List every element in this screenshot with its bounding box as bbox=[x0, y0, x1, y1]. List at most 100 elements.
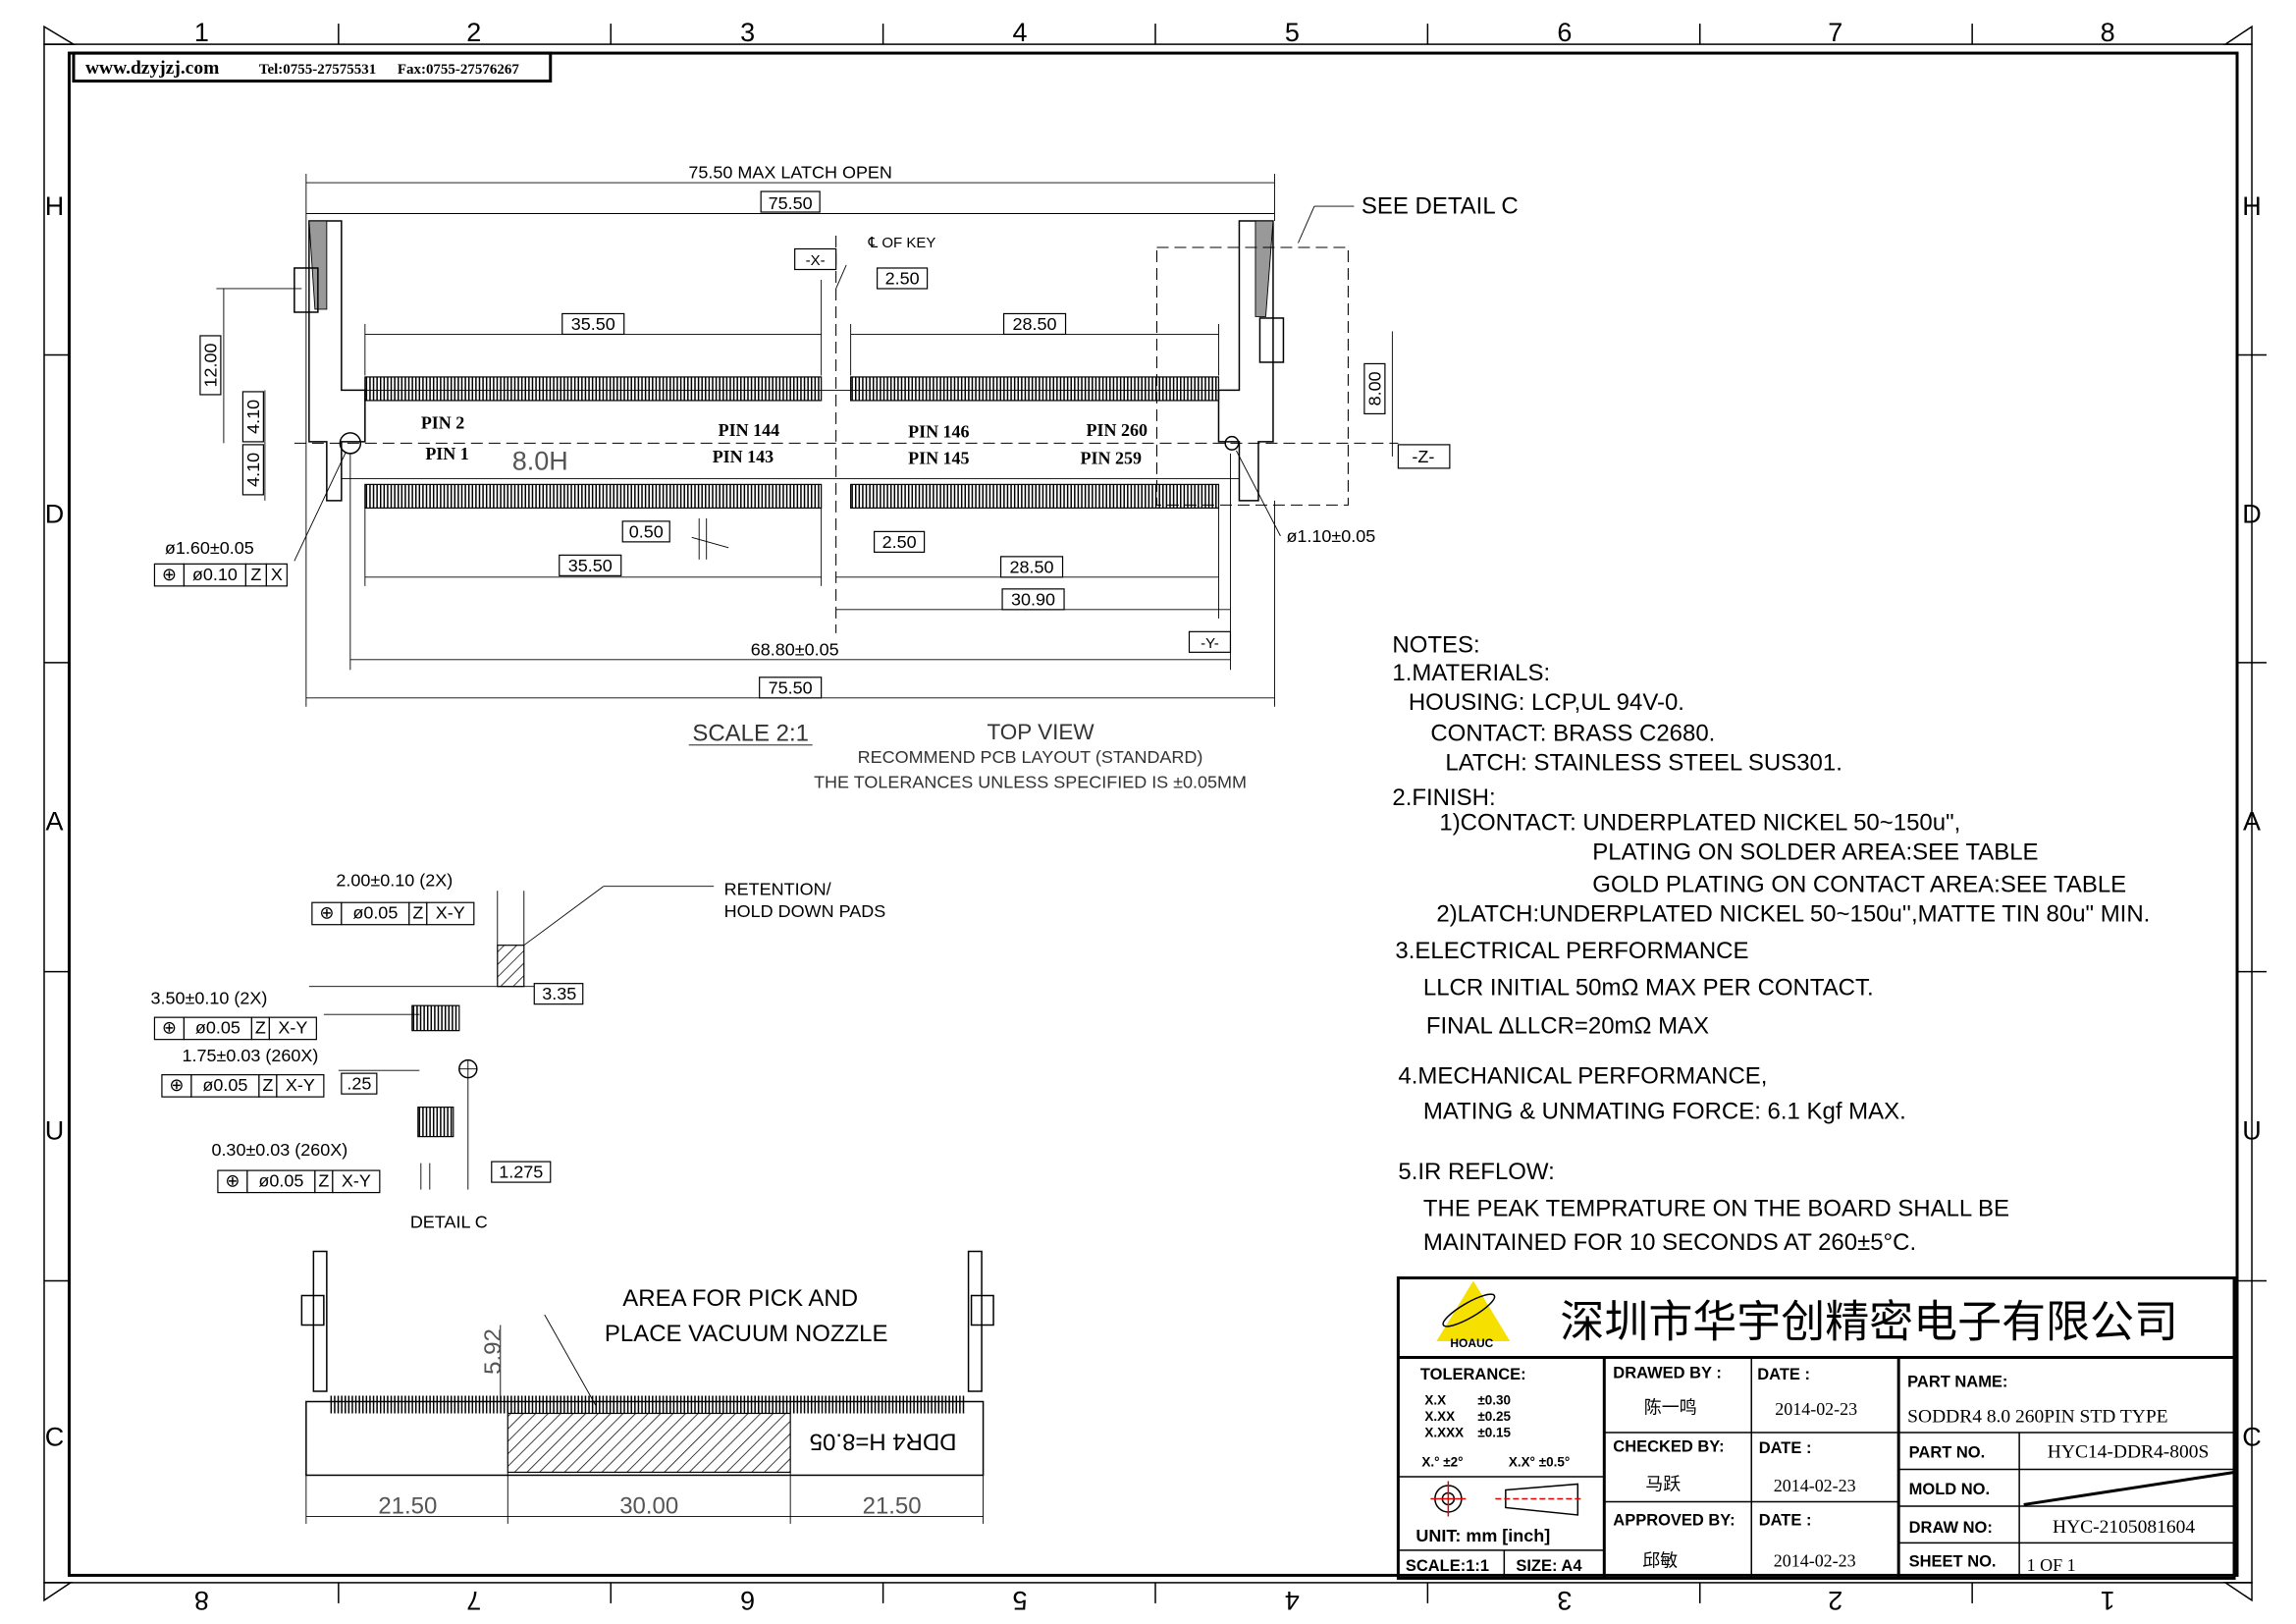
title-block: HOAUC 深圳市华宇创精密电子有限公司 TOLERANCE: X.X±0.30… bbox=[1396, 1276, 2236, 1580]
date-checked: 2014-02-23 bbox=[1774, 1476, 1856, 1495]
column-label-bottom: 1 bbox=[2101, 1586, 2115, 1615]
retention-label-2: HOLD DOWN PADS bbox=[724, 901, 886, 921]
dim-key-offset-bottom: 2.50 bbox=[882, 532, 917, 552]
date-label-checked: DATE : bbox=[1759, 1439, 1812, 1457]
dim-1-275: 1.275 bbox=[499, 1163, 543, 1182]
fcf-cell: X bbox=[271, 565, 283, 584]
date-drawn: 2014-02-23 bbox=[1775, 1399, 1857, 1419]
logo-text: HOAUC bbox=[1450, 1336, 1493, 1350]
note-line: THE PEAK TEMPRATURE ON THE BOARD SHALL B… bbox=[1423, 1196, 2009, 1222]
note-line: 1)CONTACT: UNDERPLATED NICKEL 50~150u", bbox=[1439, 810, 1960, 837]
size: SIZE: A4 bbox=[1516, 1557, 1582, 1575]
column-label-bottom: 2 bbox=[1828, 1586, 1842, 1615]
note-line: GOLD PLATING ON CONTACT AREA:SEE TABLE bbox=[1592, 872, 2126, 898]
fax: Fax:0755-27576267 bbox=[398, 62, 520, 78]
dim-max-latch-open: 75.50 MAX LATCH OPEN bbox=[688, 163, 892, 183]
tolerance-value: ±0.15 bbox=[1477, 1425, 1511, 1439]
pick-area-label-1: AREA FOR PICK AND bbox=[622, 1285, 858, 1312]
row-label-right: A bbox=[2243, 807, 2261, 837]
datum-z: -Z- bbox=[1412, 447, 1434, 466]
pin-145-label: PIN 145 bbox=[908, 448, 969, 467]
dim-height-12: 12.00 bbox=[200, 343, 220, 387]
tolerance-note: THE TOLERANCES UNLESS SPECIFIED IS ±0.05… bbox=[814, 772, 1247, 791]
fcf-cell: Z bbox=[255, 1018, 266, 1038]
fcf-cell: ø0.10 bbox=[192, 565, 238, 584]
column-label: 5 bbox=[1285, 18, 1300, 47]
draw-no: HYC-2105081604 bbox=[2053, 1517, 2195, 1538]
fcf-cell: ø0.05 bbox=[195, 1018, 240, 1038]
date-label-approved: DATE : bbox=[1759, 1511, 1812, 1529]
note-line: 1.MATERIALS: bbox=[1392, 660, 1550, 686]
column-label-bottom: 6 bbox=[740, 1586, 755, 1615]
note-line: CONTACT: BRASS C2680. bbox=[1430, 720, 1715, 746]
part-name-label: PART NAME: bbox=[1907, 1373, 2007, 1390]
note-line: PLATING ON SOLDER AREA:SEE TABLE bbox=[1592, 839, 2038, 866]
dim-center: 30.00 bbox=[619, 1492, 678, 1519]
note-line: NOTES: bbox=[1392, 631, 1479, 658]
unit: UNIT: mm [inch] bbox=[1415, 1526, 1550, 1545]
tolerance-format: X.XX bbox=[1424, 1409, 1455, 1424]
layout-note: RECOMMEND PCB LAYOUT (STANDARD) bbox=[858, 747, 1203, 767]
note-line: MATING & UNMATING FORCE: 6.1 Kgf MAX. bbox=[1423, 1099, 1906, 1125]
fcf-cell: X-Y bbox=[278, 1018, 307, 1038]
housing-marking: DDR4 H=8.05 bbox=[810, 1428, 957, 1454]
fcf-cell: ⊕ bbox=[319, 903, 334, 923]
dim-width-top: 75.50 bbox=[769, 193, 813, 213]
note-line: MAINTAINED FOR 10 SECONDS AT 260±5°C. bbox=[1423, 1229, 1916, 1256]
pad-length-dim: 3.50±0.10 (2X) bbox=[150, 989, 267, 1008]
tel: Tel:0755-27575531 bbox=[259, 62, 376, 78]
pin-1-label: PIN 1 bbox=[425, 444, 468, 463]
dim-left-span-top: 35.50 bbox=[571, 314, 615, 334]
pin-260-label: PIN 260 bbox=[1087, 420, 1148, 440]
fcf-cell: Z bbox=[318, 1171, 329, 1191]
dim-hole-span: 68.80±0.05 bbox=[751, 639, 839, 659]
dim-right-total: 30.90 bbox=[1011, 589, 1055, 609]
column-label: 1 bbox=[194, 18, 209, 47]
row-label: U bbox=[45, 1116, 64, 1146]
pin-143-label: PIN 143 bbox=[713, 447, 774, 466]
dim-height-8: 8.00 bbox=[1364, 371, 1384, 406]
column-label: 6 bbox=[1557, 18, 1572, 47]
approved-by-label: APPROVED BY: bbox=[1613, 1511, 1735, 1529]
tolerance-value: ±0.30 bbox=[1477, 1392, 1511, 1407]
sheet-no-label: SHEET NO. bbox=[1909, 1552, 1997, 1570]
fcf-cell: ⊕ bbox=[225, 1171, 240, 1191]
pin-row bbox=[850, 376, 1220, 402]
retention-label-1: RETENTION/ bbox=[724, 880, 831, 899]
part-no: HYC14-DDR4-800S bbox=[2048, 1441, 2210, 1462]
datum-y: -Y- bbox=[1201, 635, 1219, 652]
angle-tol-1: X.° ±2° bbox=[1421, 1454, 1463, 1469]
detail-c-title: DETAIL C bbox=[410, 1213, 488, 1232]
mold-no-label: MOLD NO. bbox=[1909, 1481, 1990, 1498]
tolerance-format: X.X bbox=[1424, 1392, 1446, 1407]
checked-by: 马跃 bbox=[1645, 1474, 1681, 1494]
fcf-cell: X-Y bbox=[436, 903, 465, 923]
approved-by: 邱敏 bbox=[1642, 1550, 1678, 1571]
dim-right-span-bottom: 28.50 bbox=[1010, 557, 1054, 576]
dim-key-offset: 2.50 bbox=[885, 268, 920, 288]
projection-symbol-icon bbox=[1430, 1481, 1584, 1517]
pin-2-label: PIN 2 bbox=[421, 412, 464, 432]
see-detail-label: SEE DETAIL C bbox=[1362, 193, 1519, 220]
pin-146-label: PIN 146 bbox=[908, 421, 969, 441]
pin-259-label: PIN 259 bbox=[1081, 448, 1142, 467]
row-label-right: H bbox=[2242, 191, 2261, 221]
part-no-label: PART NO. bbox=[1909, 1443, 1986, 1461]
dim-pitch: 0.50 bbox=[629, 521, 664, 541]
note-line: HOUSING: LCP,UL 94V-0. bbox=[1409, 689, 1684, 716]
note-line: 3.ELECTRICAL PERFORMANCE bbox=[1395, 938, 1748, 964]
dim-row-offset-a: 4.10 bbox=[243, 400, 263, 434]
drawed-by: 陈一鸣 bbox=[1644, 1397, 1697, 1418]
note-line: FINAL ΔLLCR=20mΩ MAX bbox=[1426, 1013, 1709, 1040]
view-title: TOP VIEW bbox=[987, 720, 1095, 744]
pin-row bbox=[850, 483, 1220, 509]
note-line: LATCH: STAINLESS STEEL SUS301. bbox=[1445, 749, 1842, 776]
pin-144-label: PIN 144 bbox=[719, 420, 779, 440]
dim-row-offset-b: 4.10 bbox=[243, 453, 263, 487]
note-line: 2)LATCH:UNDERPLATED NICKEL 50~150u'',MAT… bbox=[1436, 901, 2150, 928]
checked-by-label: CHECKED BY: bbox=[1613, 1437, 1724, 1455]
